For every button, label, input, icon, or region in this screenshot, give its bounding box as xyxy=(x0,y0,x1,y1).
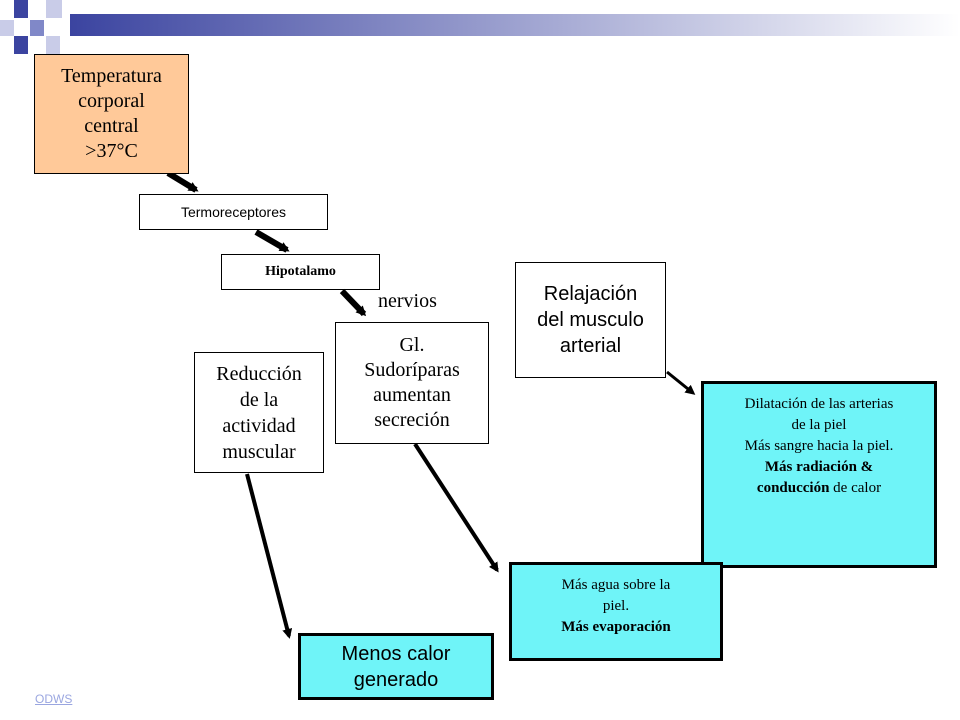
hipotalamo-box: Hipotalamo xyxy=(221,254,380,290)
reduccion-line: actividad xyxy=(222,414,296,437)
header-gradient-bar xyxy=(70,14,960,36)
dilatacion-line: conducción de calor xyxy=(745,478,894,499)
deco-square xyxy=(46,0,62,18)
glandulas-line: Sudoríparas xyxy=(364,359,460,381)
glandulas-line: aumentan xyxy=(373,384,451,406)
relajacion-line: Relajación xyxy=(543,283,638,305)
dilatacion-rest-text: de calor xyxy=(829,480,882,496)
agua-box: Más agua sobre la piel. Más evaporación xyxy=(509,562,723,661)
arrow-gl-to-agua xyxy=(413,442,499,573)
dilatacion-line: Más sangre hacia la piel. xyxy=(744,438,894,454)
dilatacion-line: Más radiación & xyxy=(764,459,874,475)
reduccion-line: de la xyxy=(239,388,279,411)
deco-square xyxy=(14,36,28,54)
agua-line: piel. xyxy=(602,598,630,614)
temperatura-line: corporal xyxy=(78,90,145,112)
arrow-hipo-to-gl xyxy=(339,288,367,317)
temperatura-line: central xyxy=(84,115,139,137)
relajacion-box: Relajación del musculo arterial xyxy=(515,262,666,378)
dilatacion-line: Dilatación de las arterias xyxy=(744,396,894,412)
temperatura-line: >37°C xyxy=(85,140,138,162)
deco-square xyxy=(0,20,14,36)
termoreceptores-box: Termoreceptores xyxy=(139,194,328,230)
temperatura-box: Temperatura corporal central >37°C xyxy=(34,54,189,174)
agua-line: Más evaporación xyxy=(561,619,671,635)
menos-calor-line: Menos calor xyxy=(341,642,451,665)
glandulas-box: Gl. Sudoríparas aumentan secreción xyxy=(335,322,489,444)
arrow-termo-to-hipo xyxy=(254,229,290,253)
menos-calor-box: Menos calor generado xyxy=(298,633,494,700)
menos-calor-line: generado xyxy=(353,668,439,691)
dilatacion-line: de la piel xyxy=(791,417,847,433)
footer-link[interactable]: ODWS xyxy=(35,692,73,706)
dilatacion-bold-text: conducción xyxy=(756,480,830,496)
temperatura-line: Temperatura xyxy=(61,65,162,87)
hipotalamo-label: Hipotalamo xyxy=(265,264,336,279)
relajacion-line: del musculo xyxy=(537,309,644,331)
deco-square xyxy=(30,20,44,36)
arrow-reduccion-to-menos xyxy=(245,473,293,639)
nervios-label: nervios xyxy=(378,290,437,312)
agua-line: Más agua sobre la xyxy=(561,577,671,593)
termoreceptores-label: Termoreceptores xyxy=(180,204,287,220)
deco-square xyxy=(14,0,28,18)
glandulas-line: Gl. xyxy=(399,334,425,356)
arrow-relajacion-to-dilatacion xyxy=(666,370,696,395)
reduccion-line: muscular xyxy=(222,440,296,463)
glandulas-line: secreción xyxy=(374,409,450,431)
dilatacion-box: Dilatación de las arterias de la piel Má… xyxy=(701,381,937,568)
deco-square xyxy=(46,36,60,54)
relajacion-line: arterial xyxy=(559,335,622,357)
reduccion-line: Reducción xyxy=(216,362,302,385)
reduccion-box: Reducción de la actividad muscular xyxy=(194,352,324,473)
arrow-temp-to-termo xyxy=(166,170,199,193)
